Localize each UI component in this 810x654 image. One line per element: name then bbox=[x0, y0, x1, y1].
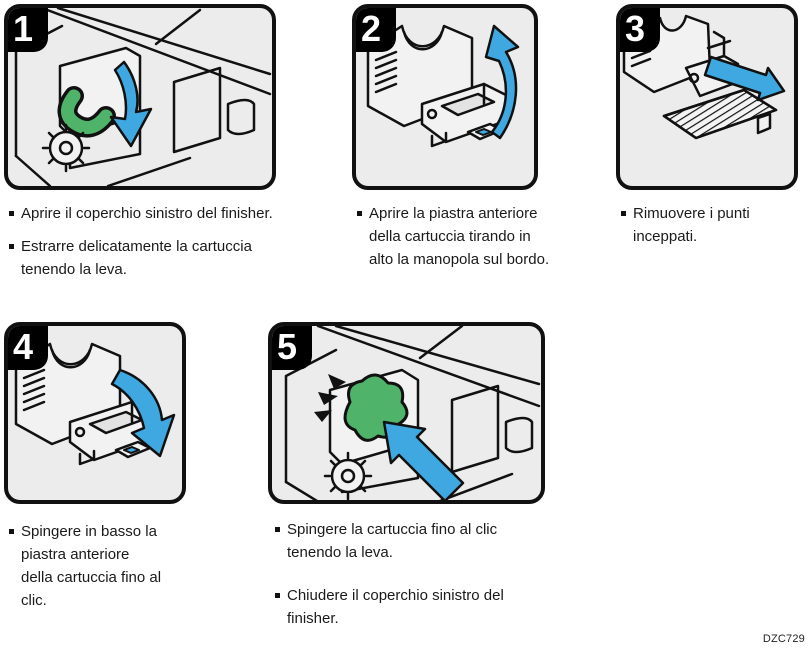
finisher-knob-center bbox=[58, 140, 74, 156]
step-2-illustration bbox=[366, 24, 520, 148]
edge-knob-highlight bbox=[123, 446, 140, 454]
machine-latch bbox=[504, 416, 534, 454]
instruction-list: Rimuovere i punti inceppati. bbox=[618, 202, 786, 248]
face-plate-hinge bbox=[688, 72, 700, 84]
face-plate-detail bbox=[78, 400, 134, 466]
step-2-instructions: Aprire la piastra anteriore della cartuc… bbox=[354, 202, 554, 271]
step-number: 5 bbox=[277, 326, 298, 367]
staple-sheet-tab bbox=[756, 112, 772, 135]
machine-latch bbox=[226, 98, 256, 136]
step-3-instructions: Rimuovere i punti inceppati. bbox=[618, 202, 786, 248]
machine-strut bbox=[154, 8, 202, 46]
step-number-tab: 3 bbox=[620, 8, 660, 52]
click-emphasis-mark bbox=[314, 410, 332, 422]
arrow-remove-right-icon bbox=[703, 55, 786, 102]
step-4-illustration bbox=[14, 342, 176, 466]
step-4-panel: 4 bbox=[4, 322, 186, 504]
step-number-tab: 5 bbox=[272, 326, 312, 370]
instruction-item: Rimuovere i punti inceppati. bbox=[618, 202, 786, 248]
finisher-knob-center bbox=[340, 468, 356, 484]
cartridge-ridges bbox=[374, 50, 398, 94]
step-5-illustration bbox=[284, 326, 541, 500]
machine-block bbox=[450, 384, 500, 474]
instruction-list: Aprire la piastra anteriore della cartuc… bbox=[354, 202, 554, 271]
finisher-knob-ridges bbox=[323, 451, 373, 500]
instruction-list: Spingere la cartuccia fino al clic tenen… bbox=[272, 518, 548, 630]
instruction-item: Spingere la cartuccia fino al clic tenen… bbox=[272, 518, 548, 564]
step-4-instructions: Spingere in basso la piastra anteriore d… bbox=[6, 520, 164, 612]
arrow-pull-down-icon bbox=[109, 60, 153, 148]
face-plate-detail bbox=[430, 82, 486, 148]
instruction-item: Aprire la piastra anteriore della cartuc… bbox=[354, 202, 554, 271]
step-5-panel: 5 bbox=[268, 322, 545, 504]
machine-left-wall bbox=[284, 348, 338, 484]
step-5-instructions: Spingere la cartuccia fino al clic tenen… bbox=[272, 518, 548, 630]
step-number-tab: 2 bbox=[356, 8, 396, 52]
step-number-tab: 4 bbox=[8, 326, 48, 370]
step-1-panel: 1 bbox=[4, 4, 276, 190]
click-emphasis-mark bbox=[328, 374, 346, 389]
machine-beam bbox=[316, 326, 541, 408]
instruction-item: Spingere in basso la piastra anteriore d… bbox=[6, 520, 164, 612]
cartridge-inner-rim bbox=[402, 30, 444, 51]
instruction-item: Aprire il coperchio sinistro del finishe… bbox=[6, 202, 274, 225]
cartridge-lever-green bbox=[61, 89, 113, 135]
staple-sheet-hatching bbox=[662, 88, 778, 140]
face-plate-hinge bbox=[74, 426, 86, 438]
arrow-push-down-curved-icon bbox=[110, 368, 176, 458]
step-2-panel: 2 bbox=[352, 4, 538, 190]
arrow-lift-up-curved-icon bbox=[484, 24, 520, 140]
arrow-push-in-icon bbox=[382, 420, 465, 500]
machine-beam bbox=[334, 326, 541, 386]
cartridge-ridges bbox=[22, 368, 46, 412]
cartridge-inner-rim bbox=[50, 348, 92, 369]
step-3-panel: 3 bbox=[616, 4, 798, 190]
step-1-illustration bbox=[14, 8, 272, 186]
step-number: 2 bbox=[361, 8, 382, 49]
face-plate-hinge bbox=[426, 108, 438, 120]
step-number-tab: 1 bbox=[8, 8, 48, 52]
step-number: 4 bbox=[13, 326, 34, 367]
instruction-item: Chiudere il coperchio sinistro del finis… bbox=[272, 584, 548, 630]
finisher-knob-ridges bbox=[41, 123, 91, 173]
plate-arm-detail bbox=[706, 30, 732, 58]
step-number: 3 bbox=[625, 8, 646, 49]
click-emphasis-mark bbox=[318, 392, 338, 405]
face-plate-opening bbox=[440, 92, 496, 117]
instruction-list: Aprire il coperchio sinistro del finishe… bbox=[6, 202, 274, 281]
figure-code: DZC729 bbox=[762, 633, 805, 645]
instruction-item: Estrarre delicatamente la cartuccia tene… bbox=[6, 235, 274, 281]
machine-beam bbox=[40, 8, 272, 96]
instruction-list: Spingere in basso la piastra anteriore d… bbox=[6, 520, 164, 612]
step-1-instructions: Aprire il coperchio sinistro del finishe… bbox=[6, 202, 274, 281]
machine-block bbox=[172, 66, 222, 154]
machine-strut bbox=[418, 326, 464, 360]
step-3-illustration bbox=[622, 14, 786, 140]
step-number: 1 bbox=[13, 8, 34, 49]
machine-beam bbox=[56, 8, 272, 76]
